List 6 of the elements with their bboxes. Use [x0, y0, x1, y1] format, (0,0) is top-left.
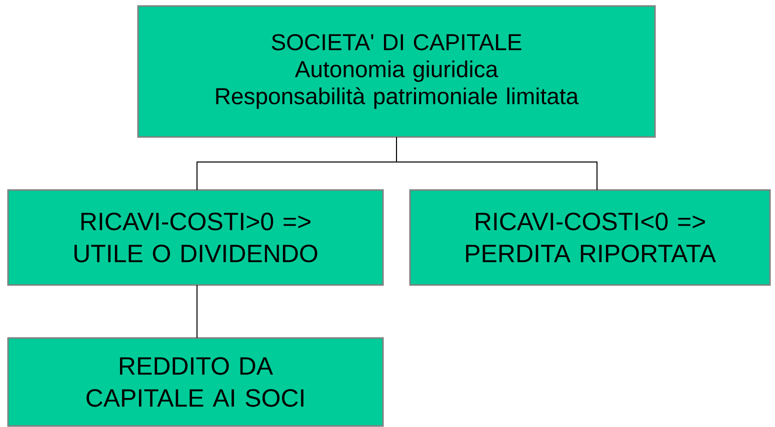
- connector-line: [396, 136, 598, 190]
- connector-line: [196, 284, 198, 338]
- text-box: REDDITO DA CAPITALE AI SOCI: [7, 337, 384, 427]
- text-box: RICAVI-COSTI>0 => UTILE O DIVIDENDO: [7, 189, 384, 286]
- text-box: SOCIETA' DI CAPITALE Autonomia giuridica Responsabilità patrimoniale limitata: [137, 5, 656, 138]
- text-box: RICAVI-COSTI<0 => PERDITA RIPORTATA: [409, 189, 771, 286]
